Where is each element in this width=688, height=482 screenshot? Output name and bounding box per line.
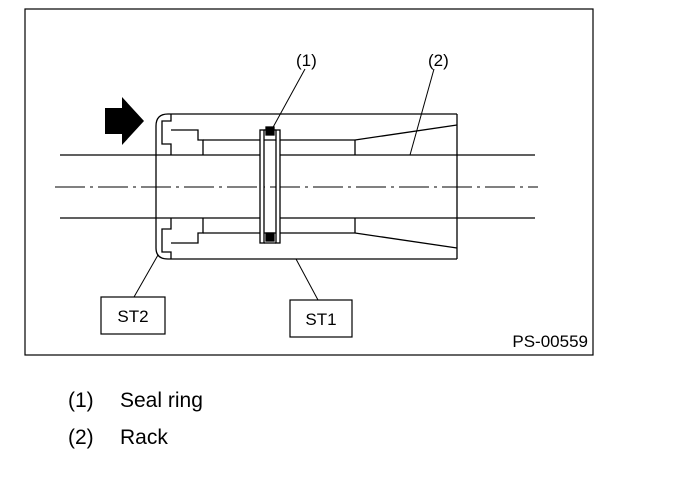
callout-1-leader xyxy=(270,68,306,132)
callout-1-label: (1) xyxy=(296,51,317,70)
figure-frame xyxy=(24,8,594,356)
special-tool-sleeve xyxy=(155,113,458,260)
st1-label: ST1 xyxy=(305,310,336,329)
seal-ring xyxy=(259,126,281,244)
callout-2-leader xyxy=(409,68,435,156)
arrow-right-icon xyxy=(105,97,144,145)
legend-item: (1) Seal ring xyxy=(68,382,203,419)
st1-box xyxy=(289,299,353,338)
callout-2-label: (2) xyxy=(428,51,449,70)
rack-shaft xyxy=(55,154,538,219)
st2-label: ST2 xyxy=(117,307,148,326)
figure-code: PS-00559 xyxy=(512,332,588,351)
legend: (1) Seal ring (2) Rack xyxy=(68,382,203,456)
st2-leader xyxy=(133,254,159,298)
legend-item: (2) Rack xyxy=(68,419,203,456)
st1-leader xyxy=(295,258,319,301)
st2-box xyxy=(100,296,166,335)
legend-item-label: Seal ring xyxy=(120,389,203,412)
legend-item-label: Rack xyxy=(120,426,168,449)
legend-item-number: (2) xyxy=(68,426,94,449)
legend-item-number: (1) xyxy=(68,389,94,412)
